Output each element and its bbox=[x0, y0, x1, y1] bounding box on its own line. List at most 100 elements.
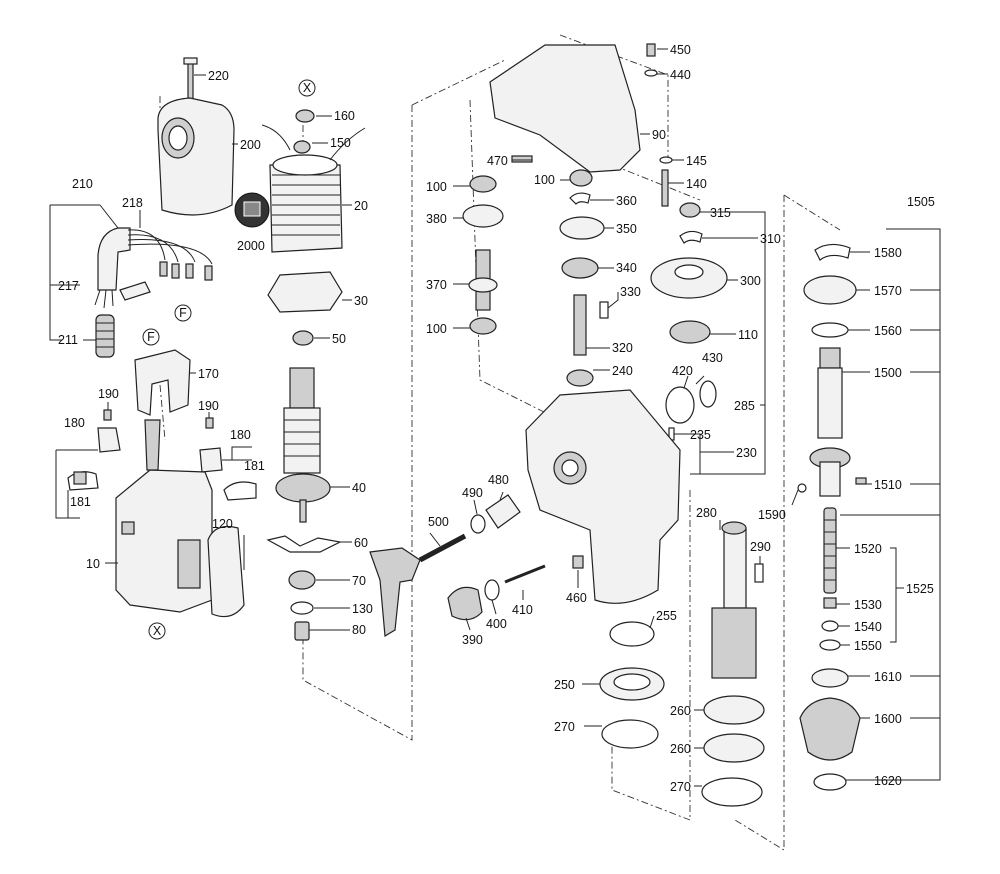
circlip-1580 bbox=[814, 243, 851, 261]
clip-181b bbox=[223, 481, 257, 501]
part-1530 bbox=[823, 597, 837, 609]
marker-f-top-circle bbox=[142, 328, 160, 346]
sleeve-480 bbox=[485, 494, 521, 529]
label-430: 430 bbox=[702, 351, 723, 365]
marker-x-top: X bbox=[303, 81, 312, 95]
label-90: 90 bbox=[652, 128, 666, 142]
motor-housing-group bbox=[67, 57, 366, 641]
label-1620: 1620 bbox=[874, 774, 902, 788]
label-490: 490 bbox=[462, 486, 483, 500]
marker-f-top: F bbox=[147, 330, 155, 344]
label-1580: 1580 bbox=[874, 246, 902, 260]
spring-washer-420 bbox=[665, 386, 695, 424]
ring-1540 bbox=[821, 620, 839, 632]
label-1525: 1525 bbox=[906, 582, 934, 596]
label-1590: 1590 bbox=[758, 508, 786, 522]
label-1520: 1520 bbox=[854, 542, 882, 556]
bearing-160 bbox=[295, 109, 315, 123]
label-450: 450 bbox=[670, 43, 691, 57]
label-140: 140 bbox=[686, 177, 707, 191]
tool-holder-1500 bbox=[809, 347, 851, 497]
pin-410 bbox=[504, 564, 546, 584]
cap-1600 bbox=[799, 697, 861, 761]
seal-260a bbox=[703, 695, 765, 725]
label-2000: 2000 bbox=[237, 239, 265, 253]
label-180a: 180 bbox=[64, 416, 85, 430]
label-211: 211 bbox=[58, 333, 78, 347]
label-410: 410 bbox=[512, 603, 533, 617]
part-labels: 220 160 150 200 20 2000 210 218 217 211 … bbox=[58, 43, 935, 794]
bearing-100c bbox=[469, 317, 497, 335]
marker-x-bottom: X bbox=[153, 624, 162, 638]
label-260b: 260 bbox=[670, 742, 691, 756]
ball-1590 bbox=[797, 483, 807, 493]
shaft-320 bbox=[573, 294, 587, 356]
label-315: 315 bbox=[710, 206, 731, 220]
reference-markers: X X F F bbox=[142, 79, 316, 640]
gear-housing-group bbox=[369, 43, 728, 749]
label-470: 470 bbox=[487, 154, 508, 168]
label-190a: 190 bbox=[98, 387, 119, 401]
label-300: 300 bbox=[740, 274, 761, 288]
label-217: 217 bbox=[58, 279, 79, 293]
label-60: 60 bbox=[354, 536, 368, 550]
spindle-280 bbox=[711, 521, 757, 679]
gear-housing-body bbox=[525, 389, 681, 604]
marker-x-top-circle bbox=[298, 79, 316, 97]
ring-430 bbox=[699, 380, 717, 408]
seal-260b bbox=[703, 733, 765, 763]
end-cap-200 bbox=[157, 97, 235, 216]
label-100a: 100 bbox=[426, 180, 447, 194]
bearing-100b bbox=[569, 169, 593, 187]
washer-440 bbox=[644, 69, 658, 77]
chuck-group bbox=[797, 243, 867, 791]
label-320: 320 bbox=[612, 341, 633, 355]
label-110: 110 bbox=[738, 328, 758, 342]
label-180b: 180 bbox=[230, 428, 251, 442]
label-40: 40 bbox=[352, 481, 366, 495]
washer-1560 bbox=[811, 322, 849, 338]
label-400: 400 bbox=[486, 617, 507, 631]
label-1530: 1530 bbox=[854, 598, 882, 612]
label-30: 30 bbox=[354, 294, 368, 308]
brush-holder-170 bbox=[134, 349, 191, 416]
label-1560: 1560 bbox=[874, 324, 902, 338]
label-330: 330 bbox=[620, 285, 641, 299]
label-10: 10 bbox=[86, 557, 100, 571]
label-120: 120 bbox=[212, 517, 233, 531]
label-1610: 1610 bbox=[874, 670, 902, 684]
label-145: 145 bbox=[686, 154, 707, 168]
knob-390 bbox=[447, 586, 483, 621]
label-440: 440 bbox=[670, 68, 691, 82]
oring-490 bbox=[470, 514, 486, 534]
label-310: 310 bbox=[760, 232, 781, 246]
marker-f-bottom: F bbox=[179, 306, 187, 320]
marker-x-bottom-circle bbox=[148, 622, 166, 640]
brush-detail-2000 bbox=[234, 192, 270, 228]
label-255: 255 bbox=[656, 609, 677, 623]
screw-190b bbox=[205, 417, 214, 429]
leader-lines bbox=[49, 48, 941, 787]
screw-460 bbox=[572, 555, 584, 569]
brush-180b bbox=[199, 447, 223, 473]
oring-400 bbox=[484, 579, 500, 601]
label-170: 170 bbox=[198, 367, 219, 381]
label-240: 240 bbox=[612, 364, 633, 378]
label-100b: 100 bbox=[534, 173, 555, 187]
gear-340 bbox=[561, 257, 599, 279]
label-150: 150 bbox=[330, 136, 351, 150]
spindle-group bbox=[701, 521, 765, 807]
bearing-50 bbox=[292, 330, 314, 346]
label-280: 280 bbox=[696, 506, 717, 520]
label-350: 350 bbox=[616, 222, 637, 236]
gear-380 bbox=[462, 204, 504, 228]
label-181a: 181 bbox=[70, 495, 91, 509]
ball-1510 bbox=[855, 477, 867, 485]
label-480: 480 bbox=[488, 473, 509, 487]
label-390: 390 bbox=[462, 633, 483, 647]
baffle-30 bbox=[267, 271, 343, 313]
label-1540: 1540 bbox=[854, 620, 882, 634]
spring-1520 bbox=[823, 507, 837, 594]
label-1550: 1550 bbox=[854, 639, 882, 653]
circlip-310 bbox=[679, 230, 703, 244]
